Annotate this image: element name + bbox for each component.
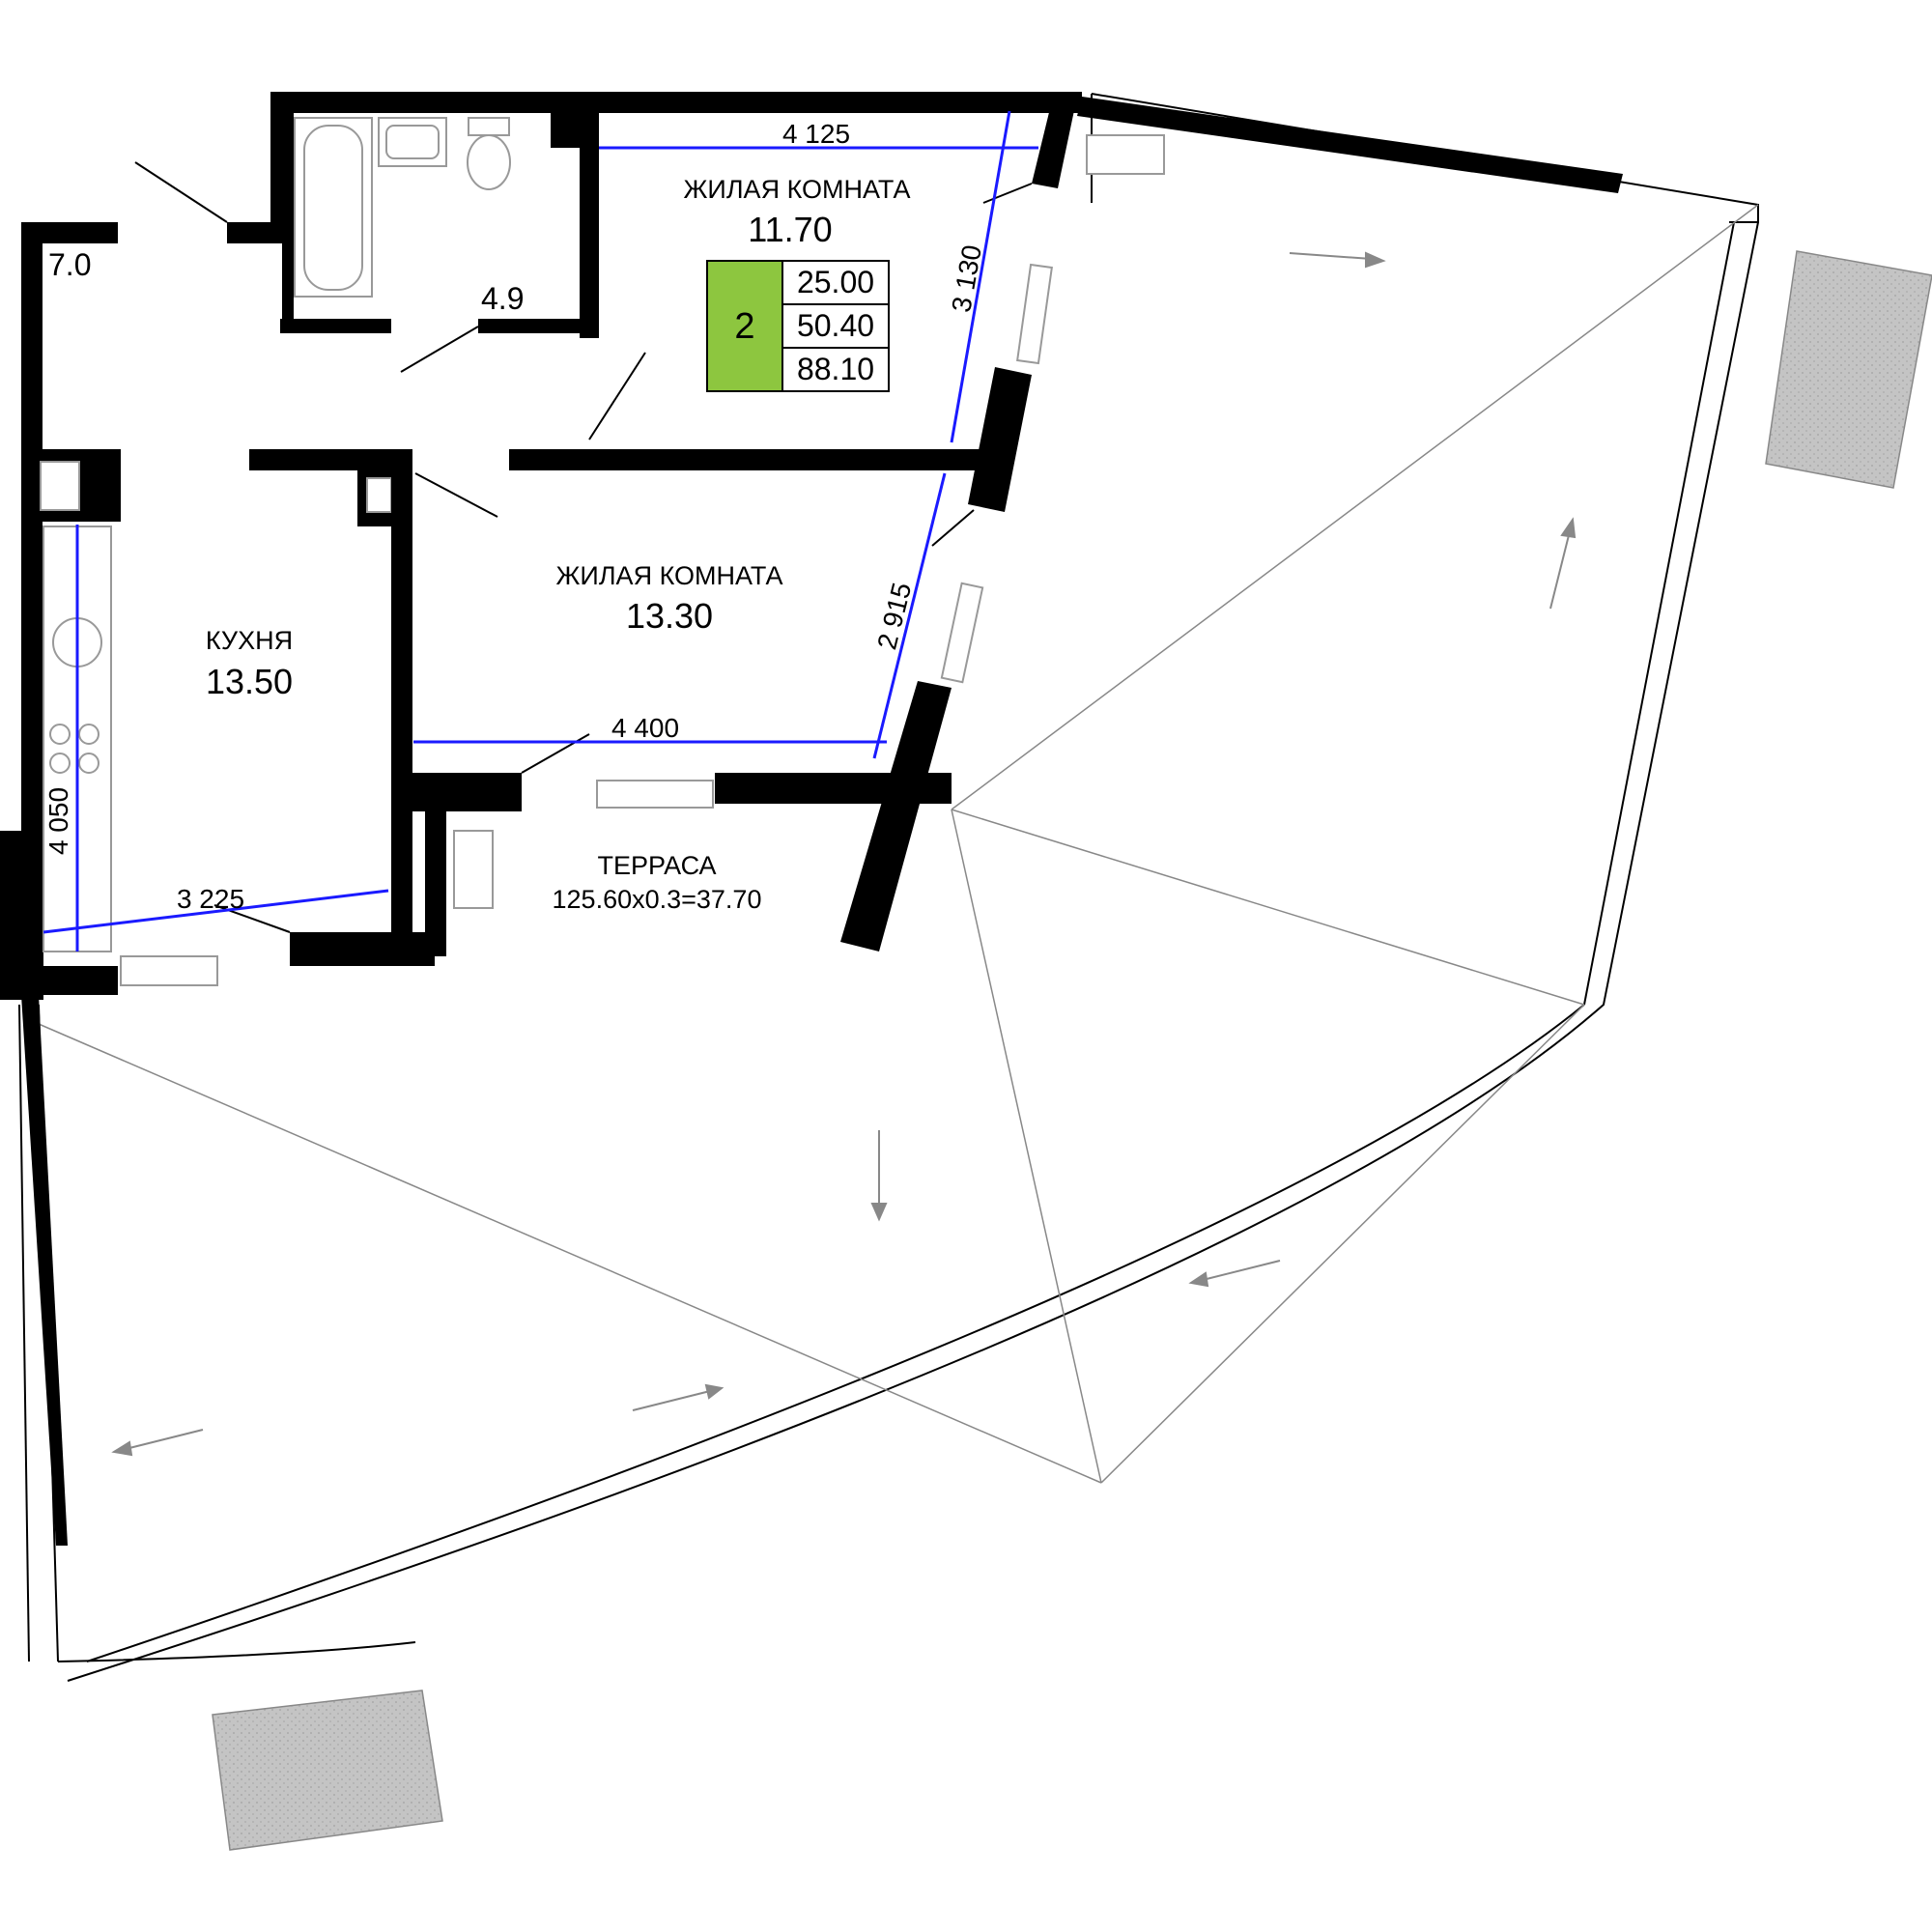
bedroom1-name: ЖИЛАЯ КОМНАТА [684, 175, 911, 204]
door-swings [134, 161, 1033, 933]
bedroom2-name: ЖИЛАЯ КОМНАТА [556, 561, 783, 590]
dim-bedroom2-width: 4 400 [611, 713, 679, 743]
dim-kitchen-width: 3 225 [177, 884, 244, 914]
dim-bedroom1-width: 4 125 [782, 119, 850, 149]
bathtub [294, 117, 373, 298]
toilet [467, 117, 511, 190]
kitchen-area: 13.50 [206, 662, 293, 701]
hall-area: 7.0 [48, 247, 91, 282]
terrace-name: ТЕРРАСА [597, 851, 716, 880]
terrace-slope-lines [38, 204, 1759, 1484]
dim-bedroom1-depth: 3 130 [946, 242, 987, 314]
living-area: 25.00 [797, 265, 874, 299]
column-hatch-bottom [212, 1690, 443, 1851]
kitchen-name: КУХНЯ [206, 626, 293, 655]
living-area-box [781, 260, 890, 305]
terrace-furniture [453, 134, 1165, 909]
rooms-count: 2 [734, 306, 754, 347]
rooms-count-box [706, 260, 783, 392]
column-hatch-right [1765, 250, 1932, 489]
bedroom1-area: 11.70 [748, 210, 832, 249]
bathroom-area: 4.9 [481, 281, 524, 316]
summary-badge: 2 25.00 50.40 88.10 [706, 260, 890, 392]
bedroom2-area: 13.30 [626, 596, 713, 636]
total-area: 50.40 [797, 308, 874, 343]
windows [120, 263, 1053, 986]
terrace-area: 125.60x0.3=37.70 [553, 885, 762, 914]
slope-arrows [111, 251, 1577, 1457]
sink [378, 117, 447, 167]
walls [0, 92, 1623, 1546]
total-with-terrace: 88.10 [797, 352, 874, 386]
dim-kitchen-depth: 4 050 [43, 787, 73, 855]
dimension-lines [43, 110, 1038, 952]
terrace-total-box [781, 347, 890, 392]
total-area-box [781, 303, 890, 349]
